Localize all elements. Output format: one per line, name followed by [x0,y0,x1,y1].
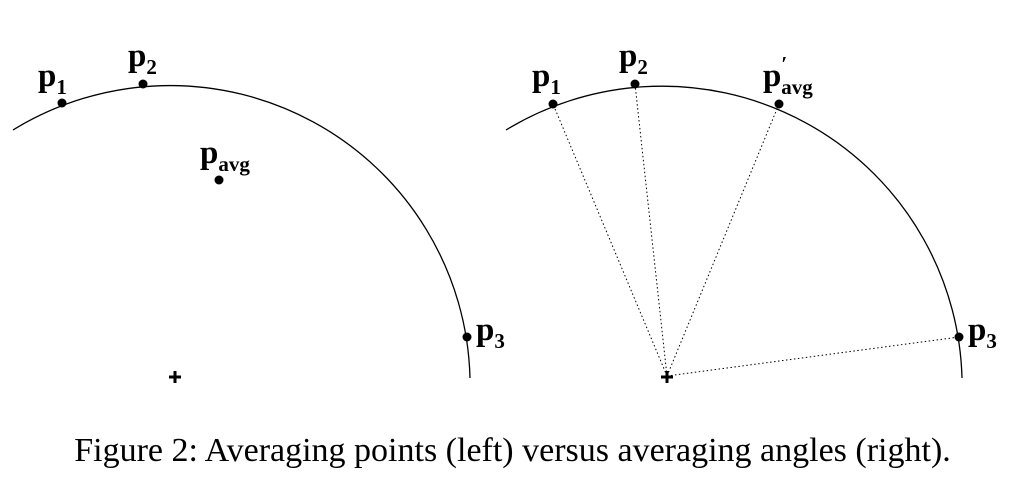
left-point-p2 [138,79,148,89]
radial-line-p3 [666,336,960,377]
right-arc [505,85,963,379]
left-point-pavg [214,175,224,185]
left-label-p1: p1 [38,58,67,99]
left-arc [12,84,471,379]
left-label-p3: p3 [476,312,505,353]
right-point-p2 [630,79,640,89]
radial-line-pavg-prime [666,103,780,377]
left-point-p3 [462,332,472,342]
left-label-pavg: pavg [200,135,250,176]
right-label-p2: p2 [619,38,648,79]
radial-line-p1 [552,103,668,377]
left-center-marker [169,371,181,383]
left-label-p2: p2 [128,38,157,79]
right-point-pavg-prime [774,99,784,109]
right-panel: p1 p2 p′avg p3 [505,38,997,383]
right-radial-lines [552,83,960,377]
right-center-marker [661,371,673,383]
right-point-p3 [954,332,964,342]
left-panel: p1 p2 p3 pavg [12,38,505,383]
figure-caption: Figure 2: Averaging points (left) versus… [74,432,951,469]
left-point-p1 [57,98,67,108]
right-label-p1: p1 [532,58,561,99]
right-label-pavg-prime: p′avg [763,52,813,99]
right-label-p3: p3 [968,312,997,353]
radial-line-p2 [634,83,668,377]
right-point-p1 [548,99,558,109]
